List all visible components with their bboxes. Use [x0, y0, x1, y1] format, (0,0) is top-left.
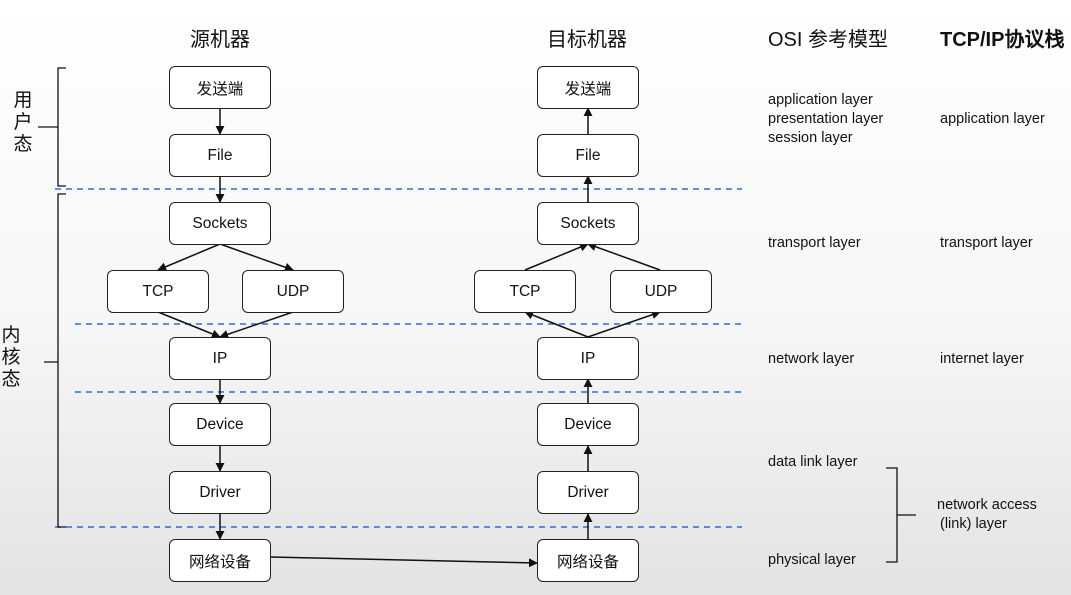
src-arrow-udp-ip: [219, 311, 294, 339]
osi-network-layer: network layer: [768, 351, 855, 367]
dst-tcp-box: TCP: [474, 270, 576, 313]
src-file-box: File: [169, 134, 271, 177]
kernel-space-char-3: 态: [1, 369, 21, 390]
user-space-char-2: 户: [13, 112, 33, 133]
src-arrow-sockets-udp: [219, 243, 294, 272]
osi-transport-layer: transport layer: [768, 235, 861, 251]
tcpip-network-access-line2: (link) layer: [940, 516, 1007, 532]
user-space-label: 用 户 态: [12, 90, 34, 156]
dst-sockets-box: Sockets: [537, 202, 639, 245]
user-space-brace: [38, 67, 66, 187]
user-space-char-1: 用: [13, 90, 33, 111]
src-ip-box: IP: [169, 337, 271, 380]
dst-sender-box: 发送端: [537, 66, 639, 109]
user-space-char-3: 态: [13, 134, 33, 155]
arrow-netdev-to-netdev: [269, 556, 538, 568]
dst-arrow-udp-sockets: [587, 242, 661, 271]
osi-session-layer: session layer: [768, 130, 853, 146]
dst-network-device-box: 网络设备: [537, 539, 639, 582]
src-driver-box: Driver: [169, 471, 271, 514]
dst-ip-box: IP: [537, 337, 639, 380]
src-tcp-box: TCP: [107, 270, 209, 313]
src-arrow-tcp-ip: [157, 311, 221, 339]
src-udp-box: UDP: [242, 270, 344, 313]
tcpip-internet-layer: internet layer: [940, 351, 1024, 367]
kernel-space-char-2: 核: [1, 347, 21, 368]
dst-device-box: Device: [537, 403, 639, 446]
src-sockets-box: Sockets: [169, 202, 271, 245]
osi-model-header: OSI 参考模型: [768, 29, 889, 51]
src-sender-box: 发送端: [169, 66, 271, 109]
kernel-space-char-1: 内: [1, 325, 21, 346]
src-arrow-sockets-tcp: [157, 243, 221, 272]
kernel-space-brace: [44, 193, 66, 528]
osi-data-link-layer: data link layer: [768, 454, 858, 470]
dst-file-box: File: [537, 134, 639, 177]
tcpip-stack-header: TCP/IP协议栈: [940, 29, 1065, 51]
tcpip-transport-layer: transport layer: [940, 235, 1033, 251]
dst-driver-box: Driver: [537, 471, 639, 514]
network-access-brace: [886, 467, 916, 563]
dst-arrow-tcp-sockets: [524, 242, 589, 271]
dst-arrow-ip-tcp: [524, 310, 589, 338]
dst-udp-box: UDP: [610, 270, 712, 313]
source-machine-header: 源机器: [190, 29, 250, 51]
osi-physical-layer: physical layer: [768, 552, 856, 568]
osi-application-layer: application layer: [768, 92, 873, 108]
dst-arrow-ip-udp: [587, 310, 661, 338]
tcpip-network-access-line1: network access: [937, 497, 1037, 513]
tcpip-application-layer: application layer: [940, 111, 1045, 127]
src-network-device-box: 网络设备: [169, 539, 271, 582]
target-machine-header: 目标机器: [547, 29, 627, 51]
osi-presentation-layer: presentation layer: [768, 111, 884, 127]
src-device-box: Device: [169, 403, 271, 446]
kernel-space-label: 内 核 态: [0, 325, 22, 391]
